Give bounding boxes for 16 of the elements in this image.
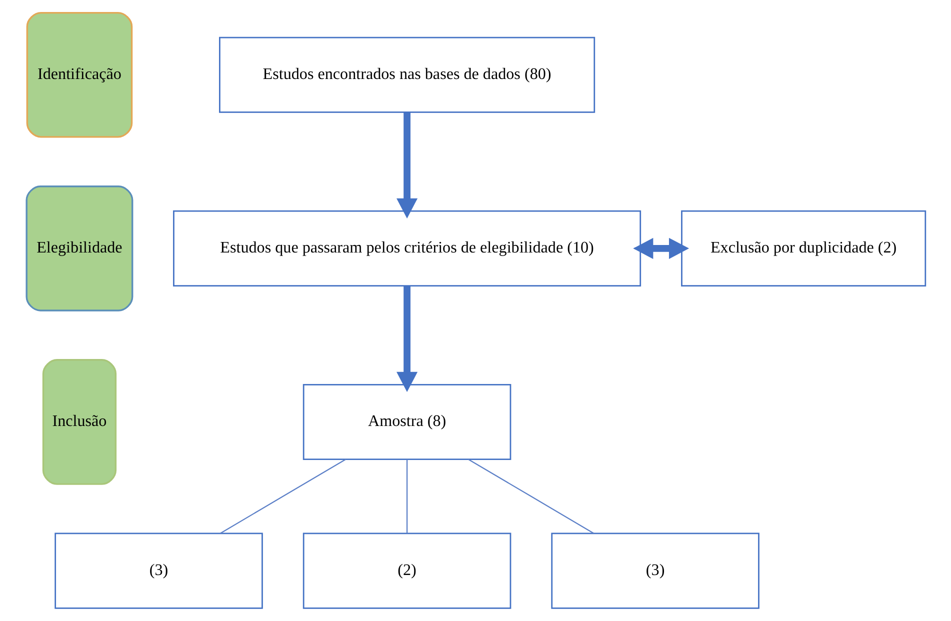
connector [406,459,408,534]
node-box: Amostra (8) [302,384,511,460]
node-box: (2) [302,532,511,609]
node-box: Elegibilidade [25,186,133,312]
arrow [632,238,689,259]
arrow [396,286,418,392]
node-box: Estudos que passaram pelos critérios de elegibilidade (10) [172,210,641,286]
arrow [396,112,418,218]
node-box: Exclusão por duplicidade (2) [680,210,926,286]
node-box: Estudos encontrados nas bases de dados (80) [218,36,595,113]
node-box: (3) [54,532,262,609]
node-box: Identificação [26,12,132,138]
node-box: Inclusão [42,359,116,485]
connector [468,458,594,534]
connector [220,458,346,534]
node-box: (3) [550,532,759,609]
